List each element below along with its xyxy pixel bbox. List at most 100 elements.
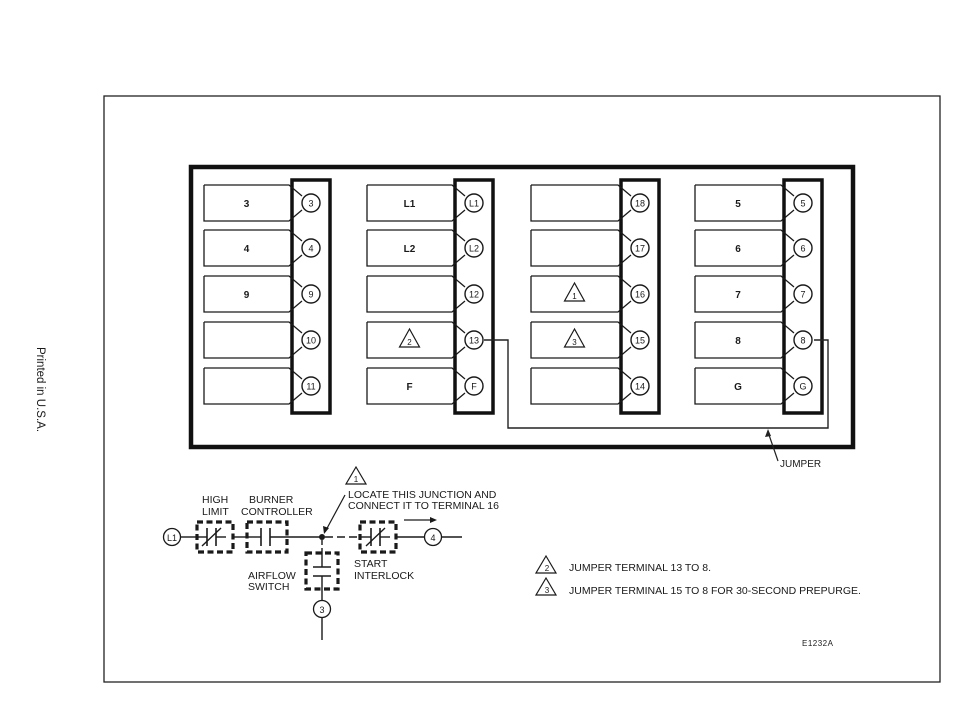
terminal-tab-label: F — [406, 382, 412, 393]
terminal-tab-label: 5 — [735, 199, 741, 210]
airflow-switch-label-1: AIRFLOW — [248, 570, 296, 582]
note-1-marker: 1 — [354, 475, 359, 484]
jumper-leader — [767, 431, 779, 462]
terminal-tab-top — [367, 321, 466, 334]
terminal-tab-top — [531, 367, 632, 380]
note-2-marker: 2 — [545, 564, 550, 573]
terminal-screw — [793, 284, 813, 304]
terminal-l1-label: L1 — [167, 533, 177, 543]
terminal-screw — [301, 238, 321, 258]
terminal-tab — [694, 276, 795, 313]
terminal-screw — [301, 284, 321, 304]
terminal-strips: 3344991011L1L1L2L212132FF181716115314556… — [203, 178, 824, 415]
terminal-screw — [301, 330, 321, 350]
burner-controller-label-1: BURNER — [249, 494, 294, 506]
terminal-number: 8 — [800, 336, 805, 346]
terminal-tab — [203, 368, 303, 405]
terminal-tab — [203, 276, 303, 313]
terminal-tab-label: L2 — [404, 244, 416, 255]
terminal-number: 12 — [469, 290, 479, 300]
terminal-tab-top — [531, 184, 632, 197]
terminal-4-label: 4 — [430, 533, 435, 543]
terminal-tab-top — [695, 229, 795, 242]
terminal-tab — [366, 185, 466, 222]
terminal-screw — [301, 376, 321, 396]
start-interlock-label-1: START — [354, 558, 388, 570]
terminal-strip-bar — [782, 178, 824, 415]
terminal-tab-label: 3 — [244, 199, 250, 210]
note-3-triangle — [534, 576, 558, 596]
terminal-tab-top — [367, 184, 466, 197]
terminal-tab-top — [367, 367, 466, 380]
terminal-tab-label: L1 — [404, 199, 416, 210]
terminal-number: L1 — [469, 199, 479, 209]
terminal-tab — [694, 230, 795, 267]
terminal-screw — [464, 376, 484, 396]
airflow-switch-label-2: SWITCH — [248, 581, 289, 593]
note-marker-triangle — [563, 281, 586, 302]
note-marker-label: 2 — [407, 338, 412, 347]
start-interlock-slash — [365, 527, 386, 547]
note-marker-triangle — [563, 327, 586, 348]
subbase-panel — [188, 164, 856, 450]
terminal-l1-circle — [162, 527, 182, 547]
start-interlock-label-2: INTERLOCK — [354, 570, 414, 582]
terminal-number: F — [471, 382, 477, 392]
terminal-screw — [793, 193, 813, 213]
note-marker-triangle — [398, 327, 421, 348]
terminal-number: G — [799, 382, 806, 392]
jumper-wire — [484, 339, 829, 429]
terminal-number: L2 — [469, 244, 479, 254]
terminal-tab-top — [204, 184, 303, 197]
schematic — [162, 465, 462, 640]
terminal-screw — [301, 193, 321, 213]
junction-dot — [319, 534, 325, 540]
terminal-tab-top — [204, 367, 303, 380]
terminal-number: 5 — [800, 199, 805, 209]
terminal-number: 9 — [308, 290, 313, 300]
terminal-tab-top — [695, 275, 795, 288]
terminal-3-label: 3 — [319, 605, 324, 615]
terminal-tab-label: 4 — [244, 244, 250, 255]
terminal-strip-bar — [290, 178, 332, 415]
terminal-number: 15 — [635, 336, 645, 346]
terminal-number: 4 — [308, 244, 313, 254]
high-limit-label-2: LIMIT — [202, 506, 229, 518]
terminal-number: 14 — [635, 382, 645, 392]
terminal-tab — [694, 322, 795, 359]
terminal-tab-top — [695, 184, 795, 197]
note-marker-label: 1 — [572, 292, 577, 301]
terminal-tab — [694, 368, 795, 405]
terminal-tab-label: 8 — [735, 336, 741, 347]
terminal-screw — [793, 376, 813, 396]
terminal-strip-bar — [453, 178, 495, 415]
terminal-screw — [464, 238, 484, 258]
terminal-tab-top — [204, 275, 303, 288]
drawing-frame — [103, 95, 941, 683]
terminal-number: 17 — [635, 244, 645, 254]
high-limit-label-1: HIGH — [202, 494, 228, 506]
note-2-triangle — [534, 554, 558, 574]
terminal-number: 7 — [800, 290, 805, 300]
terminal-tab — [530, 368, 632, 405]
note-marker-label: 3 — [572, 338, 577, 347]
terminal-tab-top — [204, 321, 303, 334]
airflow-switch-box — [304, 551, 340, 591]
terminal-number: 16 — [635, 290, 645, 300]
burner-controller-label-2: CONTROLLER — [241, 506, 313, 518]
terminal-screw — [630, 193, 650, 213]
terminal-tab-label: G — [734, 382, 742, 393]
terminal-screw — [464, 284, 484, 304]
drawing-number: E1232A — [802, 639, 834, 648]
terminal-tab — [530, 230, 632, 267]
terminal-tab — [530, 276, 632, 313]
terminal-number: 3 — [308, 199, 313, 209]
jumper-label: JUMPER — [780, 459, 821, 470]
note-1-line-2: CONNECT IT TO TERMINAL 16 — [348, 500, 499, 512]
terminal-tab-top — [695, 321, 795, 334]
terminal-tab-top — [531, 275, 632, 288]
terminal-tab — [694, 185, 795, 222]
terminal-tab — [203, 230, 303, 267]
note-1-line-1: LOCATE THIS JUNCTION AND — [348, 489, 497, 501]
